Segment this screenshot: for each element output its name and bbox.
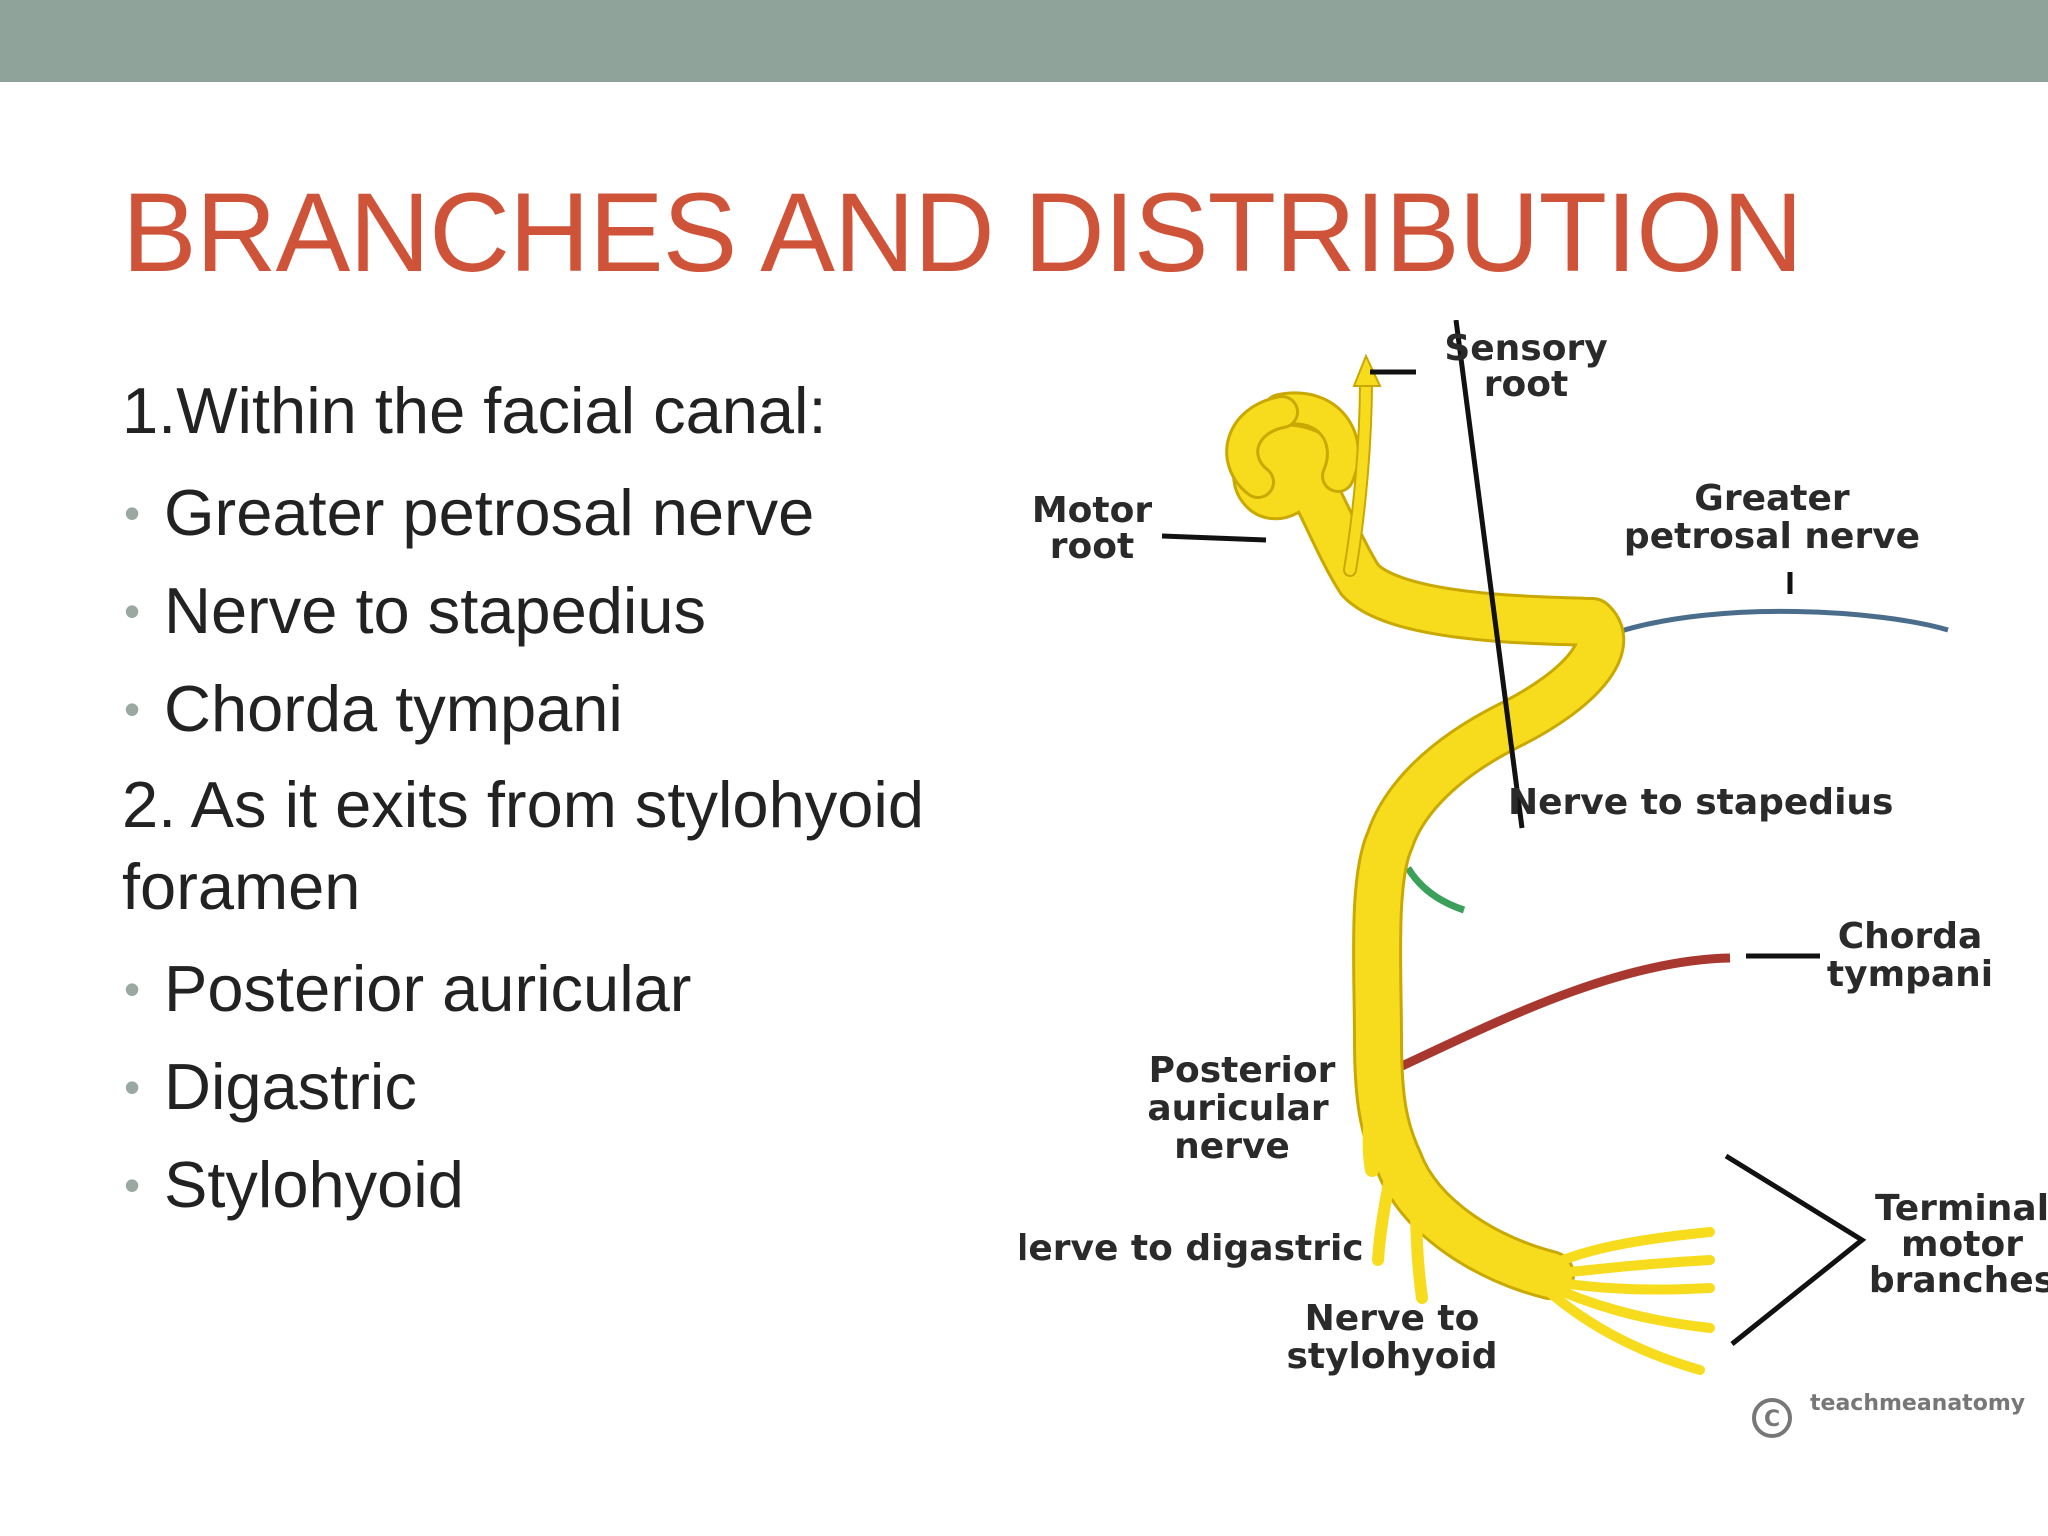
bullet-icon: • bbox=[124, 963, 141, 1015]
slide-title: BRANCHES AND DISTRIBUTION bbox=[122, 170, 1803, 295]
nerve-to-stapedius-label: Nerve to stapedius bbox=[1508, 782, 1893, 823]
list-item: •Greater petrosal nerve bbox=[122, 464, 1002, 562]
list-item: •Nerve to stapedius bbox=[122, 562, 1002, 660]
list-item: •Stylohyoid bbox=[122, 1136, 1002, 1234]
list-item: •Posterior auricular bbox=[122, 940, 1002, 1038]
bullet-icon: • bbox=[124, 487, 141, 539]
bullet-icon: • bbox=[124, 1159, 141, 1211]
stapedius-branch bbox=[1404, 866, 1466, 914]
chorda-tympani-branch bbox=[1400, 953, 1731, 1071]
extracranial-branches-list: •Posterior auricular •Digastric •Stylohy… bbox=[122, 940, 1002, 1234]
bullet-icon: • bbox=[124, 585, 141, 637]
facial-nerve-trunk bbox=[1225, 373, 1715, 1375]
section-heading-facial-canal: 1.Within the facial canal: bbox=[122, 374, 827, 447]
bullet-icon: • bbox=[124, 1061, 141, 1113]
nerve-to-digastric-label: lerve to digastric bbox=[1020, 1228, 1364, 1269]
content-text: 1.Within the facial canal: •Greater petr… bbox=[122, 370, 1002, 1234]
bullet-icon: • bbox=[124, 683, 141, 735]
list-item: •Chorda tympani bbox=[122, 660, 1002, 758]
copyright-letter: C bbox=[1764, 1407, 1780, 1432]
watermark-label: teachmeanatomy bbox=[1810, 1391, 2025, 1416]
list-item: •Digastric bbox=[122, 1038, 1002, 1136]
facial-canal-branches-list: •Greater petrosal nerve •Nerve to staped… bbox=[122, 464, 1002, 758]
section-heading-stylomastoid: 2. As it exits from stylohyoid foramen bbox=[122, 768, 924, 923]
top-banner bbox=[0, 0, 2048, 82]
greater-petrosal-branch bbox=[1617, 608, 1949, 635]
copyright-icon bbox=[1752, 1398, 1792, 1438]
leader-lines bbox=[1161, 320, 1867, 1346]
watermark: C teachmeanatomy bbox=[1752, 1391, 2025, 1438]
